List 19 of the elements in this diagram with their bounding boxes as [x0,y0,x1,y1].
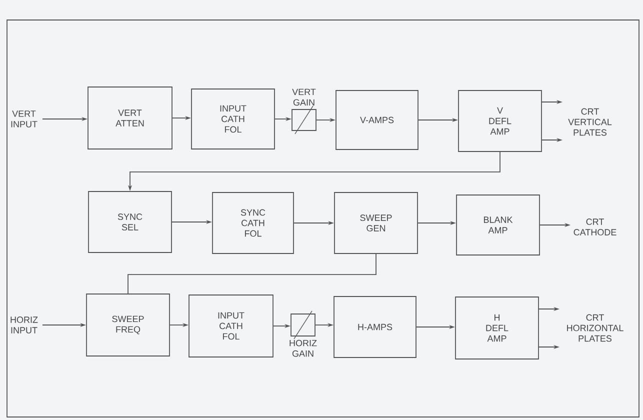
block-box: SYNC SEL [88,191,172,253]
block-box: H DEFL AMP [455,296,539,360]
block-box: INPUT CATH FOL [191,88,275,150]
terminal-label: CRT VERTICAL PLATES [568,108,612,136]
block-box: V-AMPS [336,90,418,150]
terminal-label: CRT HORIZONTAL PLATES [567,314,624,342]
control-label: HORIZ GAIN [290,340,317,357]
block-box: BLANK AMP [456,194,540,256]
block-box: SWEEP FREQ [86,294,170,356]
terminal-label: VERT INPUT [11,110,38,128]
terminal-label: CRT CATHODE [574,218,616,236]
block-box: H-AMPS [334,296,416,358]
block-box: SYNC CATH FOL [212,192,294,254]
block-box: INPUT CATH FOL [188,294,274,358]
control-label: VERT GAIN [292,88,316,106]
block-box: V DEFL AMP [458,90,542,152]
terminal-label: HORIZ INPUT [10,316,38,334]
block-box: VERT ATTEN [88,86,172,150]
block-box: SWEEP GEN [334,192,418,254]
